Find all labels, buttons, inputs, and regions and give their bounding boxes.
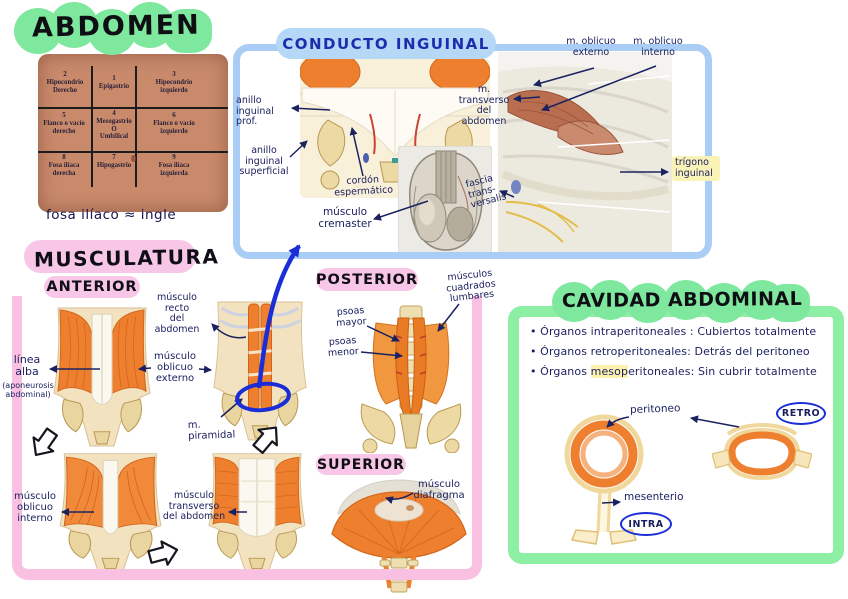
- label-cordon-espermatico: cordón espermático: [333, 174, 394, 199]
- posterior-muscles-figure: [360, 305, 462, 453]
- label-musculo-transverso-abdomen: músculo transverso del abdomen: [162, 490, 226, 523]
- label-peritoneo: peritoneo: [629, 402, 681, 417]
- superior-title: SUPERIOR: [317, 456, 405, 473]
- anterior-title-pill: ANTERIOR: [44, 276, 140, 298]
- musculatura-frame: [12, 296, 482, 580]
- label-anillo-inguinal-superficial: anillo inguinal superficial: [239, 145, 289, 178]
- cavidad-title-highlight: [552, 280, 812, 323]
- cavidad-title: CAVIDAD ABDOMINAL: [561, 287, 803, 313]
- lateral-inguinal-illustration: [498, 52, 672, 257]
- bullet-intraperitoneales: • Órganos intraperitoneales : Cubiertos …: [530, 325, 817, 338]
- label-musculos-cuadrados-lumbares: músculos cuadrados lumbares: [445, 267, 497, 305]
- label-m-piramidal: m. piramidal: [187, 419, 236, 443]
- navel-mark: [131, 155, 136, 163]
- label-m-oblicuo-externo: m. oblicuo externo: [566, 36, 616, 58]
- bullet-retroperitoneales: • Órganos retroperitoneales: Detrás del …: [530, 345, 810, 359]
- label-m-oblicuo-interno: m. oblicuo interno: [633, 36, 683, 58]
- cavidad-bullet-list: • Órganos intraperitoneales : Cubiertos …: [530, 325, 838, 386]
- musculatura-title-highlight: [24, 240, 196, 273]
- anterior-title: ANTERIOR: [46, 279, 138, 295]
- label-musculo-diafragma: músculo diafragma: [413, 479, 465, 502]
- posterior-title-pill: POSTERIOR: [316, 268, 418, 291]
- fosa-iliaca-note: fosa ilíaco ≈ ingle: [46, 207, 177, 223]
- conducto-inguinal-box: [233, 44, 712, 259]
- label-trigono-inguinal: trígono inguinal: [672, 156, 720, 182]
- oblique-external-figure: [53, 307, 151, 447]
- label-anillo-inguinal-profundo: anillo inguinal prof.: [236, 95, 274, 128]
- retro-badge: RETRO: [776, 402, 826, 425]
- conducto-inguinal-title-pill: CONDUCTO INGUINAL: [276, 28, 496, 59]
- posterior-title: POSTERIOR: [315, 271, 419, 288]
- musculatura-title: MUSCULATURA: [33, 244, 220, 272]
- label-musculo-cremaster: músculo cremaster: [318, 206, 372, 230]
- conducto-inguinal-title: CONDUCTO INGUINAL: [282, 34, 490, 53]
- label-musculo-recto-abdomen: músculo recto del abdomen: [154, 292, 200, 335]
- label-mesenterio: mesenterio: [624, 491, 684, 503]
- retroperitoneal-diagram: [712, 423, 812, 481]
- label-psoas-mayor: psoas mayor: [335, 305, 367, 329]
- intra-badge: INTRA: [620, 512, 672, 536]
- label-linea-alba: línea alba: [13, 353, 41, 379]
- label-aponeurosis-abdominal: (aponeurosis abdominal): [2, 381, 54, 399]
- label-musculo-oblicuo-interno: músculo oblicuo interno: [13, 491, 57, 525]
- label-psoas-menor: psoas menor: [327, 335, 360, 359]
- bullet-mesoperitoneales: • Órganos mesoperitoneales: Sin cubrir t…: [530, 365, 817, 379]
- superior-title-pill: SUPERIOR: [316, 454, 406, 475]
- abdomen-title-highlight: [14, 2, 219, 56]
- label-m-transverso-abdomen: m. transverso del abdomen: [458, 84, 510, 127]
- abdomen-title: ABDOMEN: [31, 9, 202, 44]
- intraperitoneal-diagram: [564, 414, 644, 545]
- label-musculo-oblicuo-externo: músculo oblicuo externo: [153, 351, 197, 385]
